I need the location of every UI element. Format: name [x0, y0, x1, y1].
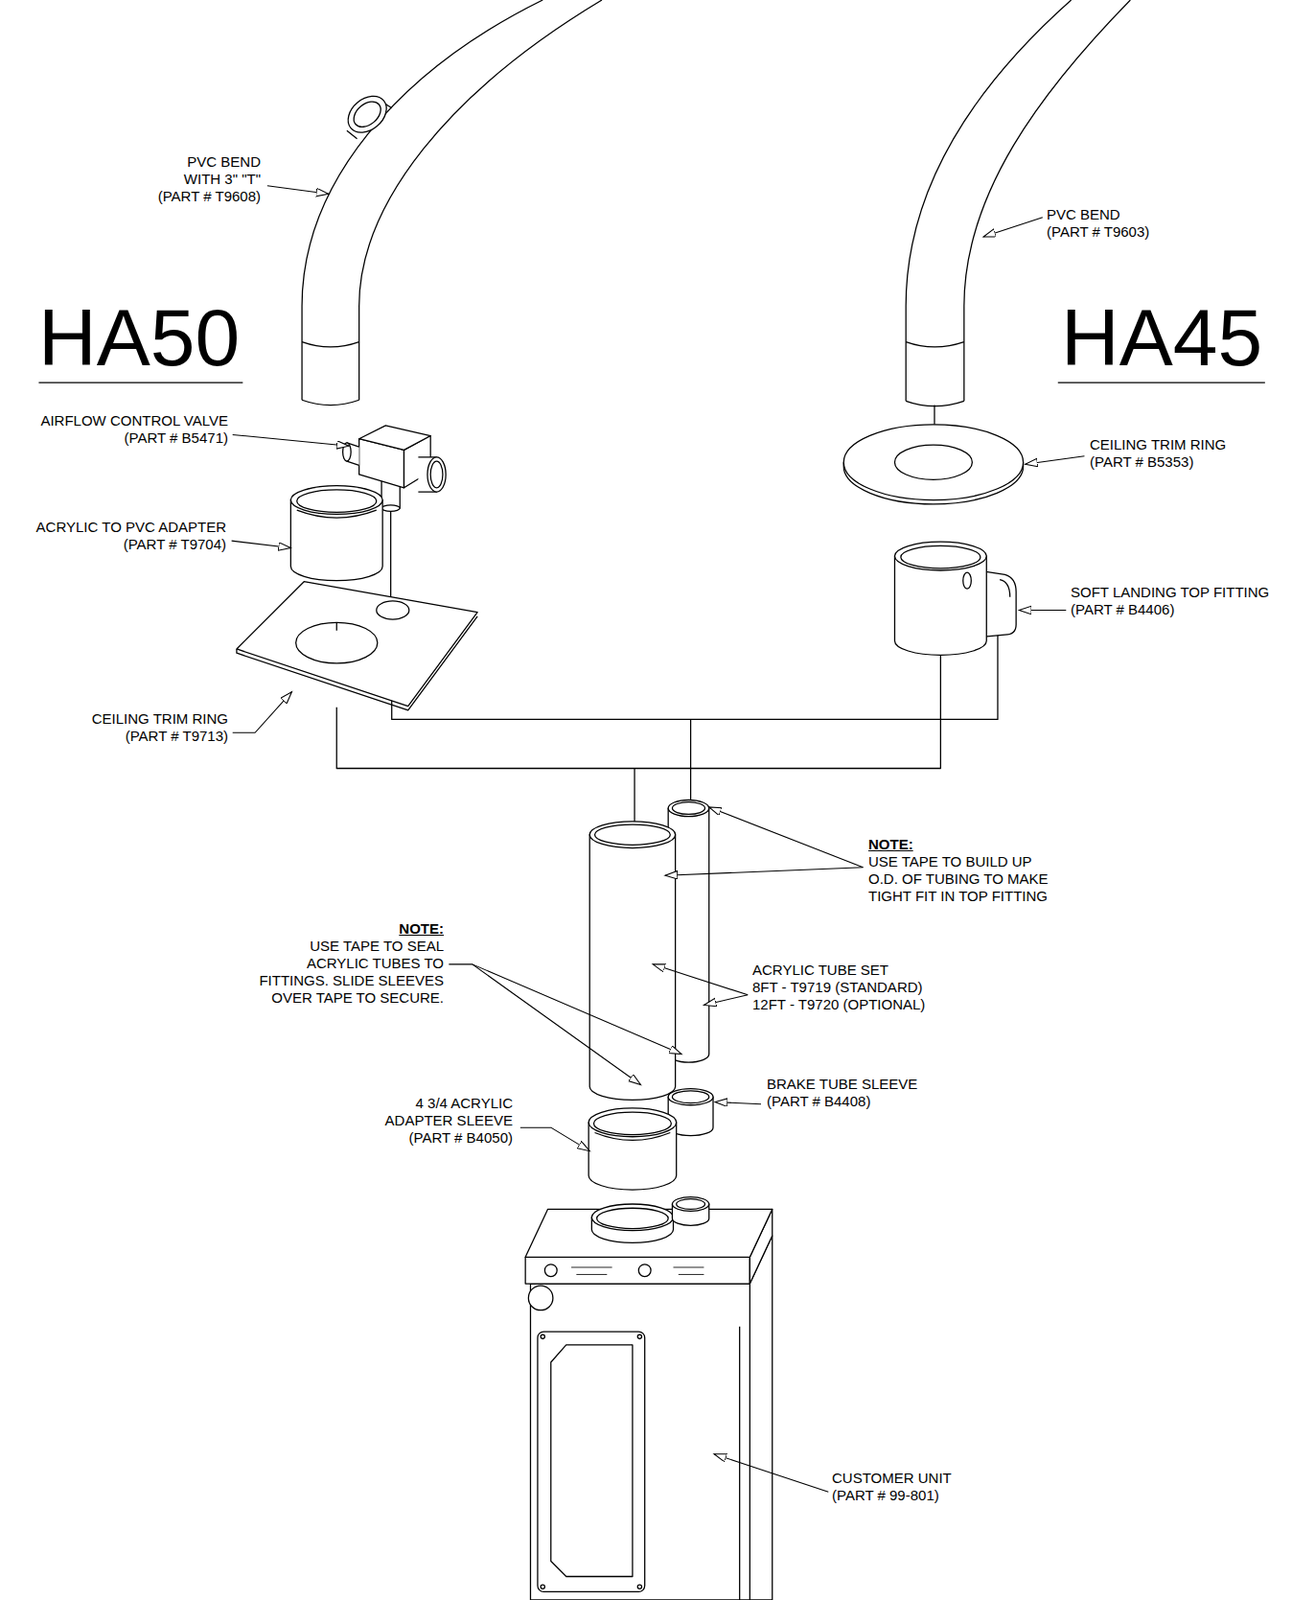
- part-label: CEILING TRIM RING (PART # T9713): [69, 710, 229, 745]
- acrylic-pvc-adapter: [290, 485, 383, 581]
- note-heading: NOTE:: [868, 835, 914, 854]
- part-label: SOFT LANDING TOP FITTING (PART # B4406): [1070, 583, 1287, 619]
- adapter-sleeve: [588, 1107, 677, 1190]
- ceiling-trim-plate: [236, 581, 478, 711]
- heading-underline: [38, 382, 243, 384]
- part-label: BRAKE TUBE SLEEVE (PART # B4408): [766, 1075, 932, 1110]
- part-label: PVC BEND WITH 3" "T" (PART # T9608): [155, 153, 261, 206]
- part-label: CEILING TRIM RING (PART # B5353): [1089, 436, 1248, 471]
- part-label: CUSTOMER UNIT (PART # 99-801): [831, 1469, 971, 1504]
- part-number: 8FT - T9719 (STANDARD): [752, 978, 923, 996]
- soft-landing-fitting: [894, 541, 1016, 655]
- ceiling-trim-ring: [843, 424, 1023, 505]
- model-heading: HA45: [1061, 297, 1263, 378]
- part-label: ACRYLIC TUBE SET: [752, 961, 889, 979]
- note-text: USE TAPE TO BUILD UP O.D. OF TUBING TO M…: [868, 853, 1059, 905]
- part-label: 4 3/4 ACRYLIC ADAPTER SLEEVE (PART # B40…: [378, 1094, 513, 1147]
- customer-unit: [525, 1197, 773, 1600]
- heading-underline: [1058, 382, 1266, 384]
- part-number: 12FT - T9720 (OPTIONAL): [752, 995, 925, 1014]
- acrylic-tube-set: [589, 800, 710, 1101]
- pvc-bend-tee: [301, 0, 602, 406]
- model-heading: HA50: [38, 297, 240, 378]
- leader-lines: [231, 185, 1085, 1492]
- part-label: ACRYLIC TO PVC ADAPTER (PART # T9704): [24, 518, 227, 554]
- part-label: PVC BEND (PART # T9603): [1046, 206, 1160, 241]
- note-heading: NOTE:: [398, 920, 444, 938]
- part-label: AIRFLOW CONTROL VALVE (PART # B5471): [26, 412, 229, 447]
- note-text: USE TAPE TO SEAL ACRYLIC TUBES TO FITTIN…: [252, 937, 444, 1007]
